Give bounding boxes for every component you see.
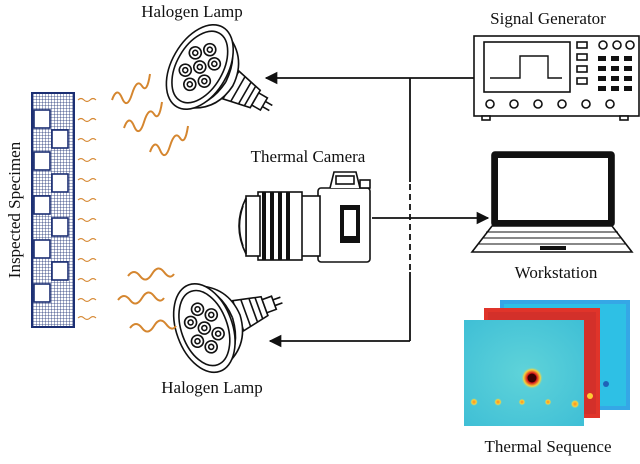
lamp-bottom-label: Halogen Lamp bbox=[161, 378, 263, 397]
lamp-bottom-heat-waves bbox=[117, 267, 177, 333]
inspected-specimen bbox=[31, 92, 75, 328]
halogen-lamp-icon bbox=[165, 23, 273, 112]
thermal-sequence-label: Thermal Sequence bbox=[485, 437, 612, 456]
lamp-top-label: Halogen Lamp bbox=[141, 2, 243, 21]
thermal-camera-label: Thermal Camera bbox=[251, 147, 366, 166]
workstation-label: Workstation bbox=[515, 263, 598, 282]
signal-lines bbox=[264, 71, 490, 348]
signal-generator-icon bbox=[473, 35, 640, 121]
thermal-camera-icon bbox=[238, 171, 371, 263]
specimen-label: Inspected Specimen bbox=[5, 141, 24, 278]
halogen-lamp-icon bbox=[172, 282, 283, 374]
lamp-top-heat-waves bbox=[111, 73, 189, 157]
laptop-icon bbox=[470, 151, 634, 253]
thermal-image-stack-icon bbox=[464, 300, 630, 426]
signal-generator-label: Signal Generator bbox=[490, 9, 606, 28]
specimen-heat-waves bbox=[77, 97, 97, 321]
